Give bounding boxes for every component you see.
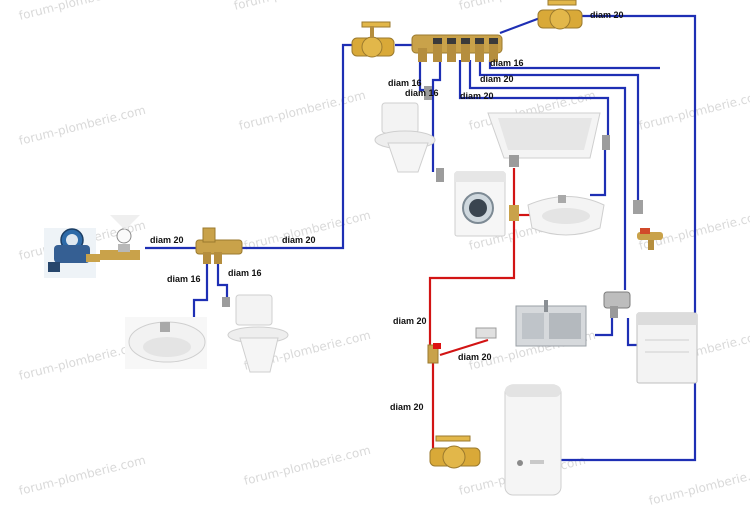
hot-tee-icon bbox=[427, 343, 441, 364]
main-manifold-icon bbox=[411, 34, 503, 62]
pipe-manifold-valve bbox=[499, 16, 541, 35]
ball-valve-left-icon bbox=[351, 21, 395, 58]
label-wc-top: diam 16 bbox=[388, 78, 422, 88]
kitchen-sink-icon bbox=[475, 300, 587, 347]
watermark: forum-plomberie.com bbox=[17, 0, 147, 23]
pipe-hot-riser bbox=[428, 168, 516, 345]
garden-tap-icon bbox=[633, 200, 663, 250]
pipe-basin-left bbox=[192, 262, 209, 322]
watermark: forum-plomberie.com bbox=[242, 443, 372, 488]
label-top-right: diam 20 bbox=[590, 10, 624, 20]
water-meter-icon bbox=[44, 228, 100, 278]
bathtub-icon bbox=[487, 112, 610, 159]
ball-valve-right-icon bbox=[537, 0, 583, 30]
labels: diam 20 diam 20 diam 16 diam 16 diam 16 … bbox=[150, 10, 624, 412]
label-hot-lower: diam 20 bbox=[390, 402, 424, 412]
label-wc-left: diam 16 bbox=[228, 268, 262, 278]
basin-right-icon bbox=[527, 195, 605, 236]
watermark: forum-plomberie.com bbox=[232, 0, 362, 13]
pipe-dishwasher bbox=[468, 60, 627, 290]
wc-top-icon bbox=[374, 86, 436, 173]
pipe-basin-right bbox=[590, 150, 607, 197]
label-basin-left: diam 16 bbox=[167, 274, 201, 284]
label-sink: diam 20 bbox=[460, 91, 494, 101]
watermark: forum-plomberie.com bbox=[17, 453, 147, 498]
watermark: forum-plomberie.com bbox=[637, 208, 750, 253]
label-hot-sink: diam 20 bbox=[458, 352, 492, 362]
label-hot-riser: diam 20 bbox=[393, 316, 427, 326]
label-bath: diam 16 bbox=[490, 58, 524, 68]
pipe-garden bbox=[478, 60, 640, 205]
watermark: forum-plomberie.com bbox=[17, 103, 147, 148]
hot-valve-icon bbox=[509, 155, 519, 221]
watermark: forum-plomberie.com bbox=[237, 88, 367, 133]
label-basin-right: diam 20 bbox=[480, 74, 514, 84]
label-wc-top2: diam 16 bbox=[405, 88, 439, 98]
pipe-dw-feed bbox=[626, 318, 638, 347]
label-meter-out: diam 20 bbox=[150, 235, 184, 245]
cold-pipes bbox=[145, 14, 697, 462]
pipe-sink-cold bbox=[595, 318, 614, 337]
wc-left-icon bbox=[222, 294, 289, 373]
pipe-top bbox=[488, 60, 660, 70]
water-heater-icon bbox=[504, 384, 562, 496]
hot-pipes bbox=[428, 168, 530, 448]
pipe-hot-sink bbox=[439, 338, 489, 357]
dishwasher-icon bbox=[636, 312, 698, 384]
watermark: forum-plomberie.com bbox=[637, 88, 750, 133]
pipe-bath bbox=[458, 60, 610, 140]
pressure-reducer-icon bbox=[100, 215, 140, 260]
watermark: forum-plomberie.com bbox=[647, 463, 750, 508]
watermark: forum-plomberie.com bbox=[242, 208, 372, 253]
label-riser: diam 20 bbox=[282, 235, 316, 245]
heater-valve-icon bbox=[429, 435, 481, 469]
pipe-washer bbox=[431, 60, 442, 172]
basin-left-icon bbox=[125, 317, 207, 369]
small-manifold-icon bbox=[195, 227, 243, 264]
pipe-wc-left bbox=[216, 262, 229, 300]
pipe-heater-cold bbox=[558, 14, 697, 462]
washing-machine-icon bbox=[436, 168, 506, 237]
pipe-riser bbox=[240, 43, 357, 250]
sink-valve-icon bbox=[603, 291, 631, 318]
